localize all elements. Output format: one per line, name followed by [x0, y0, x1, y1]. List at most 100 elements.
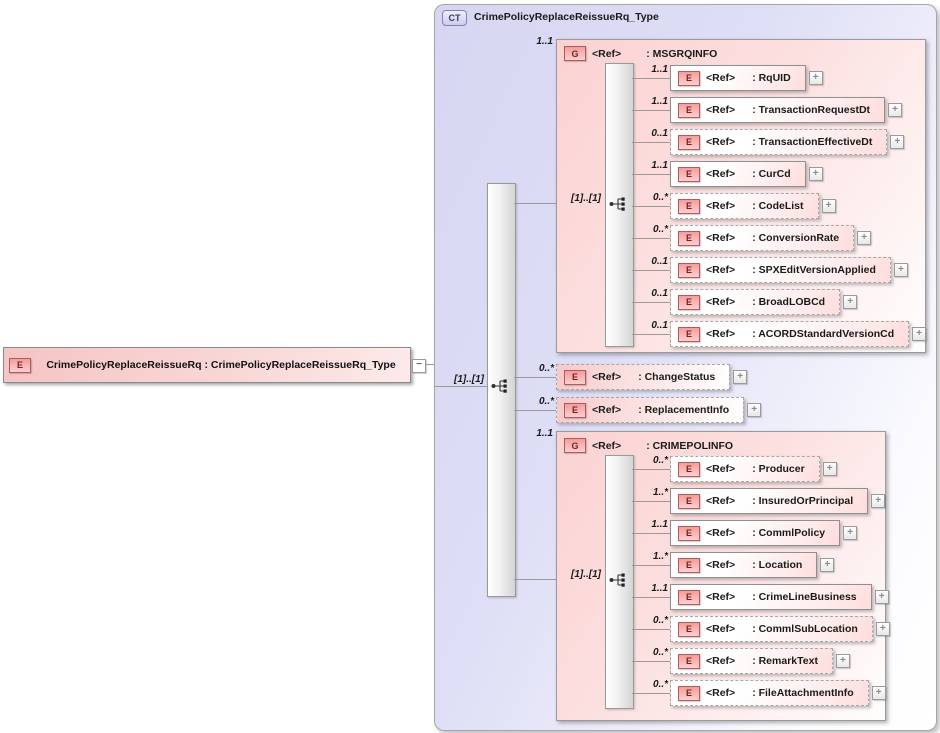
- expand-icon[interactable]: +: [890, 135, 905, 149]
- complex-type-container: CT CrimePolicyReplaceReissueRq_Type [1].…: [434, 4, 937, 731]
- element-name: : RemarkText: [752, 655, 818, 667]
- element-name: : FileAttachmentInfo: [752, 687, 854, 699]
- element-badge-icon: E: [678, 653, 700, 669]
- element-name: : RqUID: [752, 72, 791, 84]
- cardinality-label: 1..1: [651, 519, 668, 530]
- connector-line: [632, 173, 670, 175]
- ref-label: <Ref>: [706, 168, 736, 180]
- root-element-node[interactable]: E CrimePolicyReplaceReissueRq : CrimePol…: [3, 347, 411, 383]
- expand-icon[interactable]: +: [808, 71, 823, 85]
- cardinality-label: 1..1: [536, 36, 553, 47]
- connector-line: [514, 579, 557, 580]
- connector-line: [632, 532, 670, 534]
- expand-icon[interactable]: +: [857, 231, 872, 245]
- complex-type-header[interactable]: CT CrimePolicyReplaceReissueRq_Type: [442, 10, 674, 26]
- cardinality-label: 0..1: [651, 256, 668, 267]
- element-node-transactionrequestdt[interactable]: 1..1 E<Ref>: TransactionRequestDt +: [632, 96, 903, 123]
- cardinality-label: 0..*: [538, 396, 554, 407]
- element-node-crimelinebusiness[interactable]: 1..1 E<Ref>: CrimeLineBusiness +: [632, 583, 889, 610]
- element-node-conversionrate[interactable]: 0..* E<Ref>: ConversionRate +: [632, 224, 872, 251]
- ref-label: <Ref>: [706, 463, 736, 475]
- expand-icon[interactable]: +: [871, 494, 886, 508]
- connector-line: [632, 596, 670, 598]
- element-node-commlsublocation[interactable]: 0..* E<Ref>: CommlSubLocation +: [632, 615, 890, 642]
- element-name: : ChangeStatus: [638, 371, 716, 383]
- connector-line: [514, 203, 557, 204]
- expand-icon[interactable]: +: [875, 622, 890, 636]
- cardinality-label: 0..*: [652, 192, 668, 203]
- element-node-transactioneffectivedt[interactable]: 0..1 E<Ref>: TransactionEffectiveDt +: [632, 128, 905, 155]
- element-name: : InsuredOrPrincipal: [752, 495, 854, 507]
- group-header[interactable]: G <Ref> : MSGRQINFO: [564, 46, 717, 61]
- cardinality-label: 1..1: [651, 64, 668, 75]
- element-name: : CommlSubLocation: [752, 623, 858, 635]
- collapse-icon[interactable]: −: [412, 359, 426, 373]
- element-name: : Producer: [752, 463, 805, 475]
- sequence-icon: [491, 379, 507, 393]
- element-name: : BroadLOBCd: [752, 296, 826, 308]
- element-name: : SPXEditVersionApplied: [752, 264, 876, 276]
- element-badge-icon: E: [678, 198, 700, 214]
- expand-icon[interactable]: +: [912, 327, 927, 341]
- ref-label: <Ref>: [706, 687, 736, 699]
- group-badge-icon: G: [564, 46, 586, 61]
- element-node-producer[interactable]: 0..* E<Ref>: Producer +: [632, 455, 837, 482]
- element-node-commlpolicy[interactable]: 1..1 E<Ref>: CommlPolicy +: [632, 519, 858, 546]
- expand-icon[interactable]: +: [888, 103, 903, 117]
- element-name: : TransactionEffectiveDt: [752, 136, 873, 148]
- expand-icon[interactable]: +: [843, 295, 858, 309]
- element-node-fileattachmentinfo[interactable]: 0..* E<Ref>: FileAttachmentInfo +: [632, 679, 886, 706]
- element-node-rquid[interactable]: 1..1 E<Ref>: RqUID +: [632, 64, 823, 91]
- cardinality-label: 1..*: [652, 487, 668, 498]
- element-badge-icon: E: [678, 294, 700, 310]
- expand-icon[interactable]: +: [733, 370, 748, 384]
- element-node-broadlobcd[interactable]: 0..1 E<Ref>: BroadLOBCd +: [632, 288, 858, 315]
- expand-icon[interactable]: +: [747, 403, 762, 417]
- expand-icon[interactable]: +: [821, 199, 836, 213]
- element-node-remarktext[interactable]: 0..* E<Ref>: RemarkText +: [632, 647, 850, 674]
- expand-icon[interactable]: +: [843, 526, 858, 540]
- expand-icon[interactable]: +: [874, 590, 889, 604]
- element-node-spxeditversionapplied[interactable]: 0..1 E<Ref>: SPXEditVersionApplied +: [632, 256, 908, 283]
- element-node-insuredorprincipal[interactable]: 1..* E<Ref>: InsuredOrPrincipal +: [632, 487, 886, 514]
- cardinality-label: 0..1: [651, 320, 668, 331]
- element-node-curcd[interactable]: 1..1 E<Ref>: CurCd +: [632, 160, 823, 187]
- connector-line: [632, 269, 670, 271]
- group-name: : CRIMEPOLINFO: [646, 439, 734, 452]
- cardinality-label: 0..*: [652, 647, 668, 658]
- ref-label: <Ref>: [706, 136, 736, 148]
- cardinality-label: 0..*: [652, 679, 668, 690]
- group-node-msgrqinfo: G <Ref> : MSGRQINFO [1]..[1] 1..1 E<Ref>…: [556, 39, 927, 353]
- element-badge-icon: E: [678, 461, 700, 477]
- element-node-location[interactable]: 1..* E<Ref>: Location +: [632, 551, 835, 578]
- connector-line: [514, 376, 556, 378]
- ref-label: <Ref>: [706, 200, 736, 212]
- expand-icon[interactable]: +: [835, 654, 850, 668]
- cardinality-label: 1..1: [651, 160, 668, 171]
- element-badge-icon: E: [678, 70, 700, 86]
- expand-icon[interactable]: +: [808, 167, 823, 181]
- cardinality-label: 0..1: [651, 288, 668, 299]
- expand-icon[interactable]: +: [871, 686, 886, 700]
- connector-line: [632, 500, 670, 502]
- element-node-codelist[interactable]: 0..* E<Ref>: CodeList +: [632, 192, 836, 219]
- expand-icon[interactable]: +: [822, 462, 837, 476]
- connector-line: [632, 237, 670, 239]
- element-badge-icon: E: [678, 102, 700, 118]
- expand-icon[interactable]: +: [893, 263, 908, 277]
- expand-icon[interactable]: +: [820, 558, 835, 572]
- group-header[interactable]: G <Ref> : CRIMEPOLINFO: [564, 438, 733, 453]
- element-name: : ACORDStandardVersionCd: [752, 328, 895, 340]
- connector-line: [632, 692, 670, 694]
- element-node-replacementinfo[interactable]: 0..* E<Ref>: ReplacementInfo +: [514, 396, 762, 423]
- sequence-cardinality-label: [1]..[1]: [454, 374, 484, 385]
- sequence-cardinality-label: [1]..[1]: [571, 569, 601, 580]
- element-node-acordstandardversioncd[interactable]: 0..1 E<Ref>: ACORDStandardVersionCd +: [632, 320, 927, 347]
- element-node-changestatus[interactable]: 0..* E<Ref>: ChangeStatus +: [514, 363, 748, 390]
- connector-line: [632, 109, 670, 111]
- ref-label: <Ref>: [592, 404, 622, 416]
- group-badge-icon: G: [564, 438, 586, 453]
- ref-label: <Ref>: [706, 232, 736, 244]
- sequence-icon: [609, 197, 625, 211]
- group-node-crimepolinfo: G <Ref> : CRIMEPOLINFO [1]..[1] 0..* E<R…: [556, 431, 890, 721]
